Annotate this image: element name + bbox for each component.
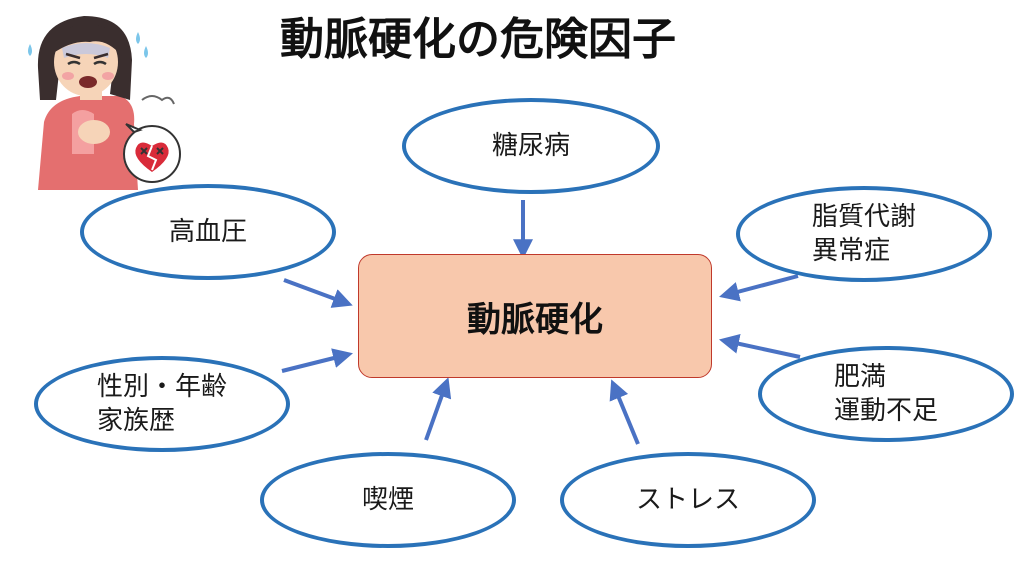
arrow-obesity-exercise — [718, 333, 801, 359]
factor-label: 糖尿病 — [491, 131, 570, 161]
factor-hypertension: 高血圧 — [80, 184, 336, 280]
factor-label: 喫煙 — [361, 485, 414, 515]
arrow-smoking — [424, 377, 452, 441]
arrow-sex-age-family — [281, 348, 353, 373]
factor-label: ストレス — [635, 485, 740, 515]
factor-label: 脂質代謝 — [811, 202, 916, 232]
factor-label: 性別・年齢 — [96, 372, 227, 402]
arrow-hypertension — [283, 278, 353, 308]
factor-label: 家族歴 — [96, 406, 175, 436]
factor-smoking: 喫煙 — [260, 452, 516, 548]
arrow-stress — [609, 379, 640, 445]
factor-diabetes: 糖尿病 — [402, 98, 660, 194]
factor-label: 高血圧 — [168, 217, 247, 247]
factor-label: 肥満 — [833, 362, 886, 392]
arrow-dyslipidemia — [719, 274, 799, 302]
center-node: 動脈硬化 — [358, 254, 712, 378]
factor-obesity-exercise: 肥満 運動不足 — [758, 346, 1014, 442]
factor-label: 異常症 — [811, 236, 890, 266]
factor-label: 運動不足 — [833, 396, 938, 426]
factor-dyslipidemia: 脂質代謝 異常症 — [736, 186, 992, 282]
page-title: 動脈硬化の危険因子 — [280, 14, 676, 65]
center-label: 動脈硬化 — [467, 299, 603, 340]
factor-stress: ストレス — [560, 452, 816, 548]
factor-sex-age-family: 性別・年齢 家族歴 — [34, 356, 290, 452]
person-chest-pain-icon — [28, 16, 181, 190]
